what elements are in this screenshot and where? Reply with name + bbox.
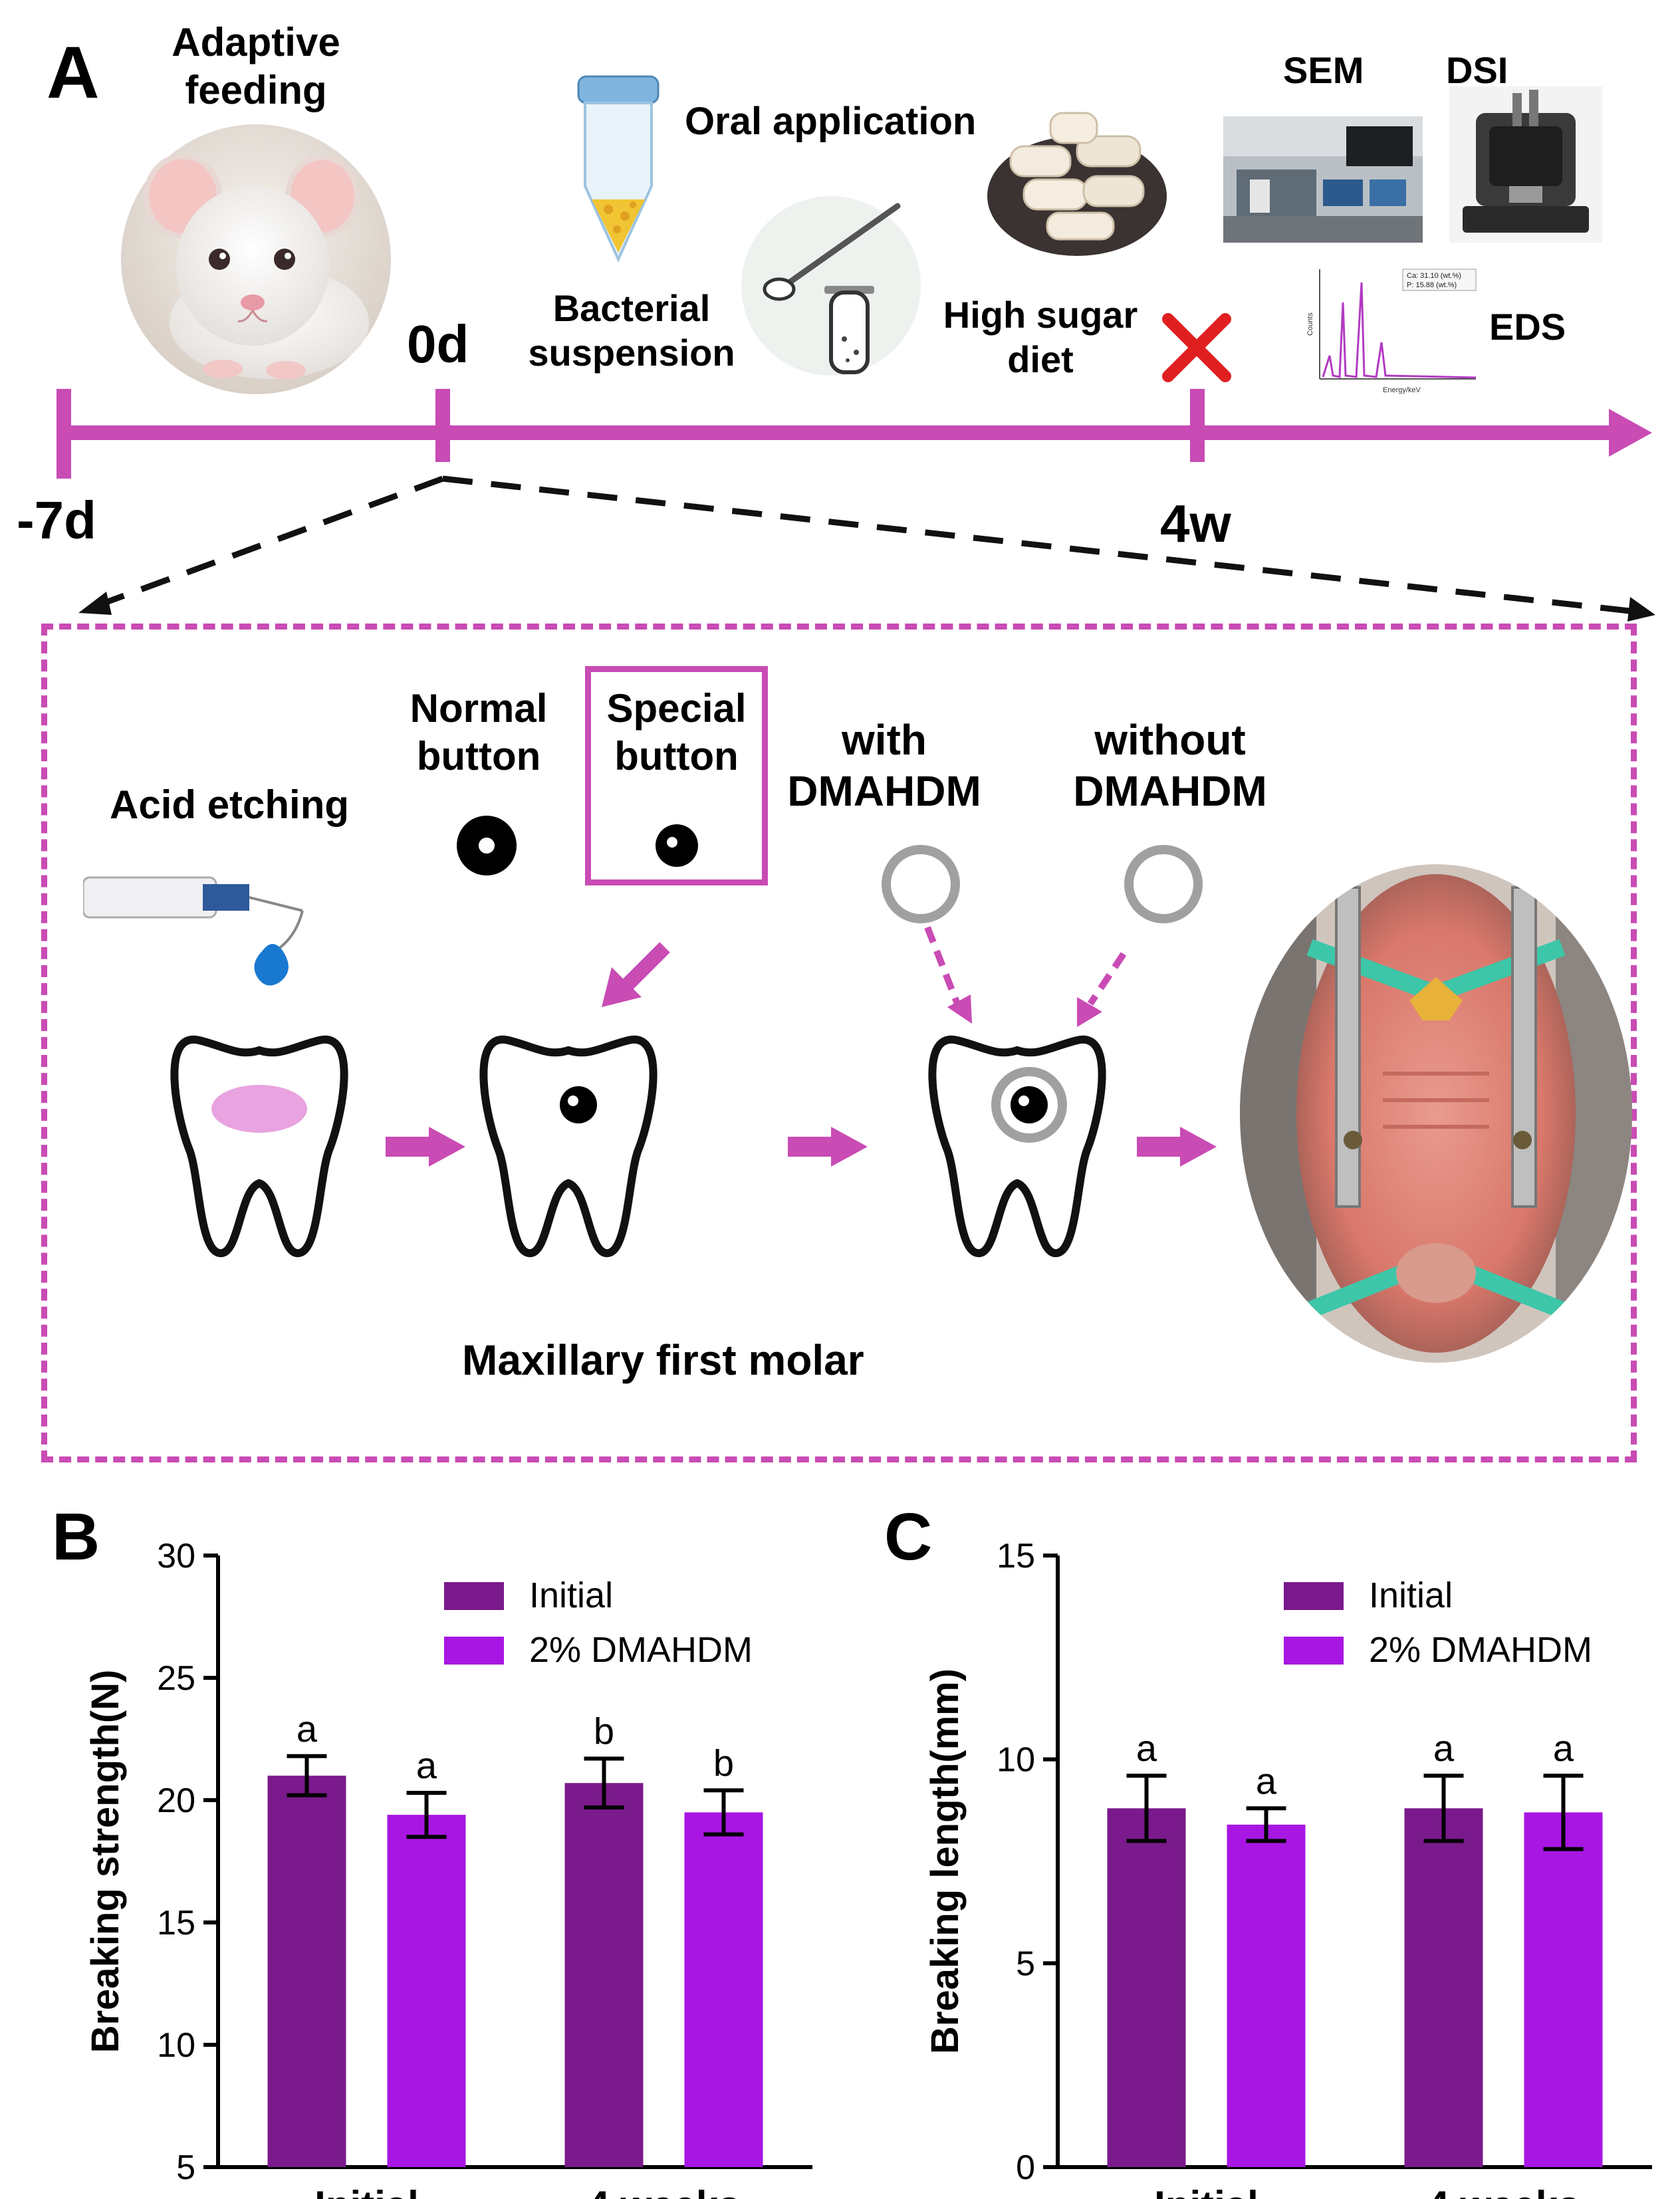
chart-c-legend-swatch — [1284, 1582, 1344, 1610]
endpoint-cross-icon — [1162, 313, 1231, 382]
with-dmahdm-line2: DMAHDM — [787, 766, 981, 815]
eds-spectrum-thumbnail: Ca: 31.10 (wt.%) P: 15.88 (wt.%) Energy/… — [1303, 263, 1483, 396]
chart-b-y-tick-label: 25 — [157, 1659, 195, 1698]
swab-and-tube-icon — [741, 196, 921, 376]
adaptive-feeding-line2: feeding — [185, 68, 327, 112]
chart-b-x-tick-label: Initial — [314, 2183, 419, 2199]
tooth-2 — [479, 1035, 658, 1257]
normal-button-line2: button — [416, 734, 541, 778]
chart-c-bar — [1107, 1808, 1186, 2167]
chart-c-significance-label: a — [1553, 1727, 1574, 1769]
chart-c-bar — [1524, 1812, 1603, 2167]
chart-b-bar — [684, 1812, 763, 2167]
chart-b-y-tick-label: 20 — [157, 1782, 195, 1820]
chart-b-y-tick-label: 5 — [176, 2148, 195, 2187]
adaptive-feeding-label: Adaptive feeding — [133, 19, 379, 114]
special-button-line2: button — [614, 734, 739, 778]
sugar-cubes-icon — [987, 112, 1167, 256]
chart-c-x-tick-label: 4 weeks — [1427, 2183, 1580, 2199]
without-dmahdm-label: without DMAHDM — [1054, 715, 1286, 817]
chart-b-legend-label: Initial — [529, 1575, 613, 1615]
bacterial-suspension-line2: suspension — [528, 332, 735, 374]
chart-c-legend-label: Initial — [1369, 1575, 1453, 1615]
chart-b-significance-label: b — [713, 1742, 734, 1784]
sem-instrument-photo — [1223, 116, 1423, 243]
chart-b-bar — [387, 1815, 466, 2167]
chart-b-y-tick-label: 10 — [157, 2026, 195, 2065]
without-dmahdm-line2: DMAHDM — [1073, 766, 1267, 815]
chart-b-legend-label: 2% DMAHDM — [529, 1630, 753, 1670]
with-dmahdm-line1: with — [842, 716, 927, 764]
normal-button-icon — [457, 816, 517, 875]
panel-c-letter: C — [884, 1500, 933, 1574]
etching-syringe-icon — [83, 876, 304, 986]
zoom-dashed-lines — [78, 475, 1655, 622]
chart-c-y-axis-label: Breaking length(mm) — [923, 1669, 967, 2054]
panel-a-letter: A — [47, 32, 100, 114]
chart-c-legend-label: 2% DMAHDM — [1369, 1630, 1592, 1670]
bacterial-suspension-label: Bacterial suspension — [519, 286, 745, 375]
bacterial-suspension-line1: Bacterial — [552, 287, 711, 329]
special-button-label: Special button — [588, 685, 765, 780]
chart-c-significance-label: a — [1136, 1727, 1157, 1769]
high-sugar-diet-line2: diet — [1007, 338, 1074, 381]
timeline-axis — [57, 389, 1652, 479]
chart-b-legend-swatch — [444, 1637, 504, 1665]
special-button-line1: Special — [606, 686, 747, 731]
chart-b-x-tick-label: 4 weeks — [587, 2183, 740, 2199]
eds-y-axis-label: Counts — [1306, 312, 1314, 336]
normal-button-line1: Normal — [410, 686, 548, 731]
timeline-label-4w: 4w — [1160, 494, 1231, 553]
high-sugar-diet-label: High sugar diet — [931, 292, 1150, 382]
eds-readout-p: P: 15.88 (wt.%) — [1407, 281, 1457, 289]
chart-c-y-tick-label: 5 — [1016, 1944, 1035, 1983]
timeline-label-minus7d: -7d — [17, 491, 96, 550]
chart-b-y-tick-label: 15 — [157, 1904, 195, 1942]
panel-b-letter: B — [52, 1500, 100, 1574]
special-button-box — [585, 666, 768, 885]
molar-workflow-diagram — [170, 845, 1217, 1257]
molar-caption: Maxillary first molar — [462, 1336, 864, 1384]
rat-oral-cavity-photo — [1240, 864, 1632, 1363]
chart-b-bar — [564, 1783, 644, 2167]
dsi-label: DSI — [1446, 49, 1508, 91]
rat-illustration — [121, 124, 391, 394]
normal-button-label: Normal button — [392, 685, 565, 780]
eds-x-axis-label: Energy/keV — [1383, 386, 1421, 394]
chart-b-y-tick-label: 30 — [157, 1537, 195, 1575]
special-button-icon — [656, 824, 698, 867]
sem-label: SEM — [1283, 49, 1364, 91]
acid-etching-label: Acid etching — [110, 782, 350, 827]
eds-label: EDS — [1489, 306, 1566, 348]
chart-c-y-tick-label: 0 — [1016, 2148, 1035, 2187]
chart-c-y-tick-label: 15 — [997, 1537, 1035, 1575]
chart-c-bar — [1227, 1824, 1306, 2167]
bacterial-tube-icon — [577, 75, 660, 263]
chart-c-y-tick-label: 10 — [997, 1741, 1035, 1780]
procedure-detail-box — [41, 624, 1637, 1462]
chart-c-bar — [1404, 1808, 1483, 2167]
chart-c-significance-label: a — [1256, 1760, 1277, 1801]
chart-c-x-tick-label: Initial — [1154, 2183, 1259, 2199]
timeline-label-0d: 0d — [407, 314, 469, 374]
chart-c-legend-swatch — [1284, 1637, 1344, 1665]
high-sugar-diet-line1: High sugar — [943, 294, 1138, 336]
chart-b-significance-label: b — [594, 1710, 614, 1752]
chart-b-significance-label: a — [297, 1708, 318, 1750]
tooth-1 — [170, 1035, 348, 1257]
oral-application-label: Oral application — [685, 100, 977, 143]
chart-c-significance-label: a — [1433, 1727, 1455, 1769]
with-dmahdm-label: with DMAHDM — [781, 715, 987, 817]
chart-b-bar — [267, 1776, 346, 2167]
chart-b-significance-label: a — [416, 1744, 437, 1786]
adaptive-feeding-line1: Adaptive — [172, 20, 340, 64]
chart-b-legend-swatch — [444, 1582, 504, 1610]
dsi-instrument-photo — [1449, 86, 1602, 243]
chart-b-y-axis-label: Breaking strength(N) — [84, 1670, 127, 2053]
without-dmahdm-line1: without — [1094, 716, 1246, 764]
eds-readout-ca: Ca: 31.10 (wt.%) — [1407, 272, 1461, 280]
